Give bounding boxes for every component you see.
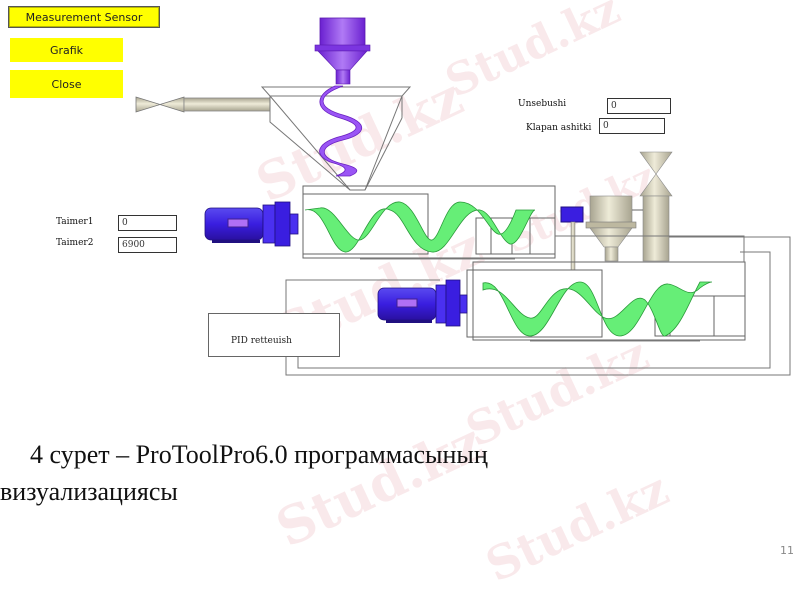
watermark: Stud.kz [477,461,677,592]
taimer2-field[interactable]: 6900 [118,237,177,253]
unsebushi-field[interactable]: 0 [607,98,671,114]
upper-screw-icon [304,201,536,253]
pid-label: PID retteuish [231,336,292,346]
hopper-icon [260,86,412,191]
motor-lower-icon [377,279,468,327]
silo-icon [585,195,637,262]
page-number: 11 [780,544,794,557]
feeder-silo-icon [314,17,371,177]
watermark: Stud.kz [267,411,493,560]
column-valve-icon [639,151,673,262]
figure-caption-line1: 4 сурет – ProToolPro6.0 программасының [30,440,488,469]
taimer1-label: Taimer1 [56,217,94,227]
lower-screw-icon [482,281,713,337]
inlet-valve-icon [135,96,271,113]
close-button[interactable]: Close [10,70,123,98]
upper-screw-conveyor [302,185,556,260]
sensor-box-icon [560,206,584,271]
klapan-ashitki-field[interactable]: 0 [599,118,665,134]
taimer1-field[interactable]: 0 [118,215,177,231]
pid-regulator-button[interactable]: PID retteuish [208,313,340,357]
measurement-sensor-button[interactable]: Measurement Sensor [8,6,160,28]
grafik-button[interactable]: Grafik [10,38,123,62]
motor-upper-icon [204,201,299,247]
process-diagram [135,17,791,376]
taimer2-label: Taimer2 [56,238,94,248]
unsebushi-label: Unsebushi [518,99,567,109]
figure-caption-line2: визуализациясы [0,477,178,506]
klapan-ashitki-label: Klapan ashitki [526,123,592,133]
